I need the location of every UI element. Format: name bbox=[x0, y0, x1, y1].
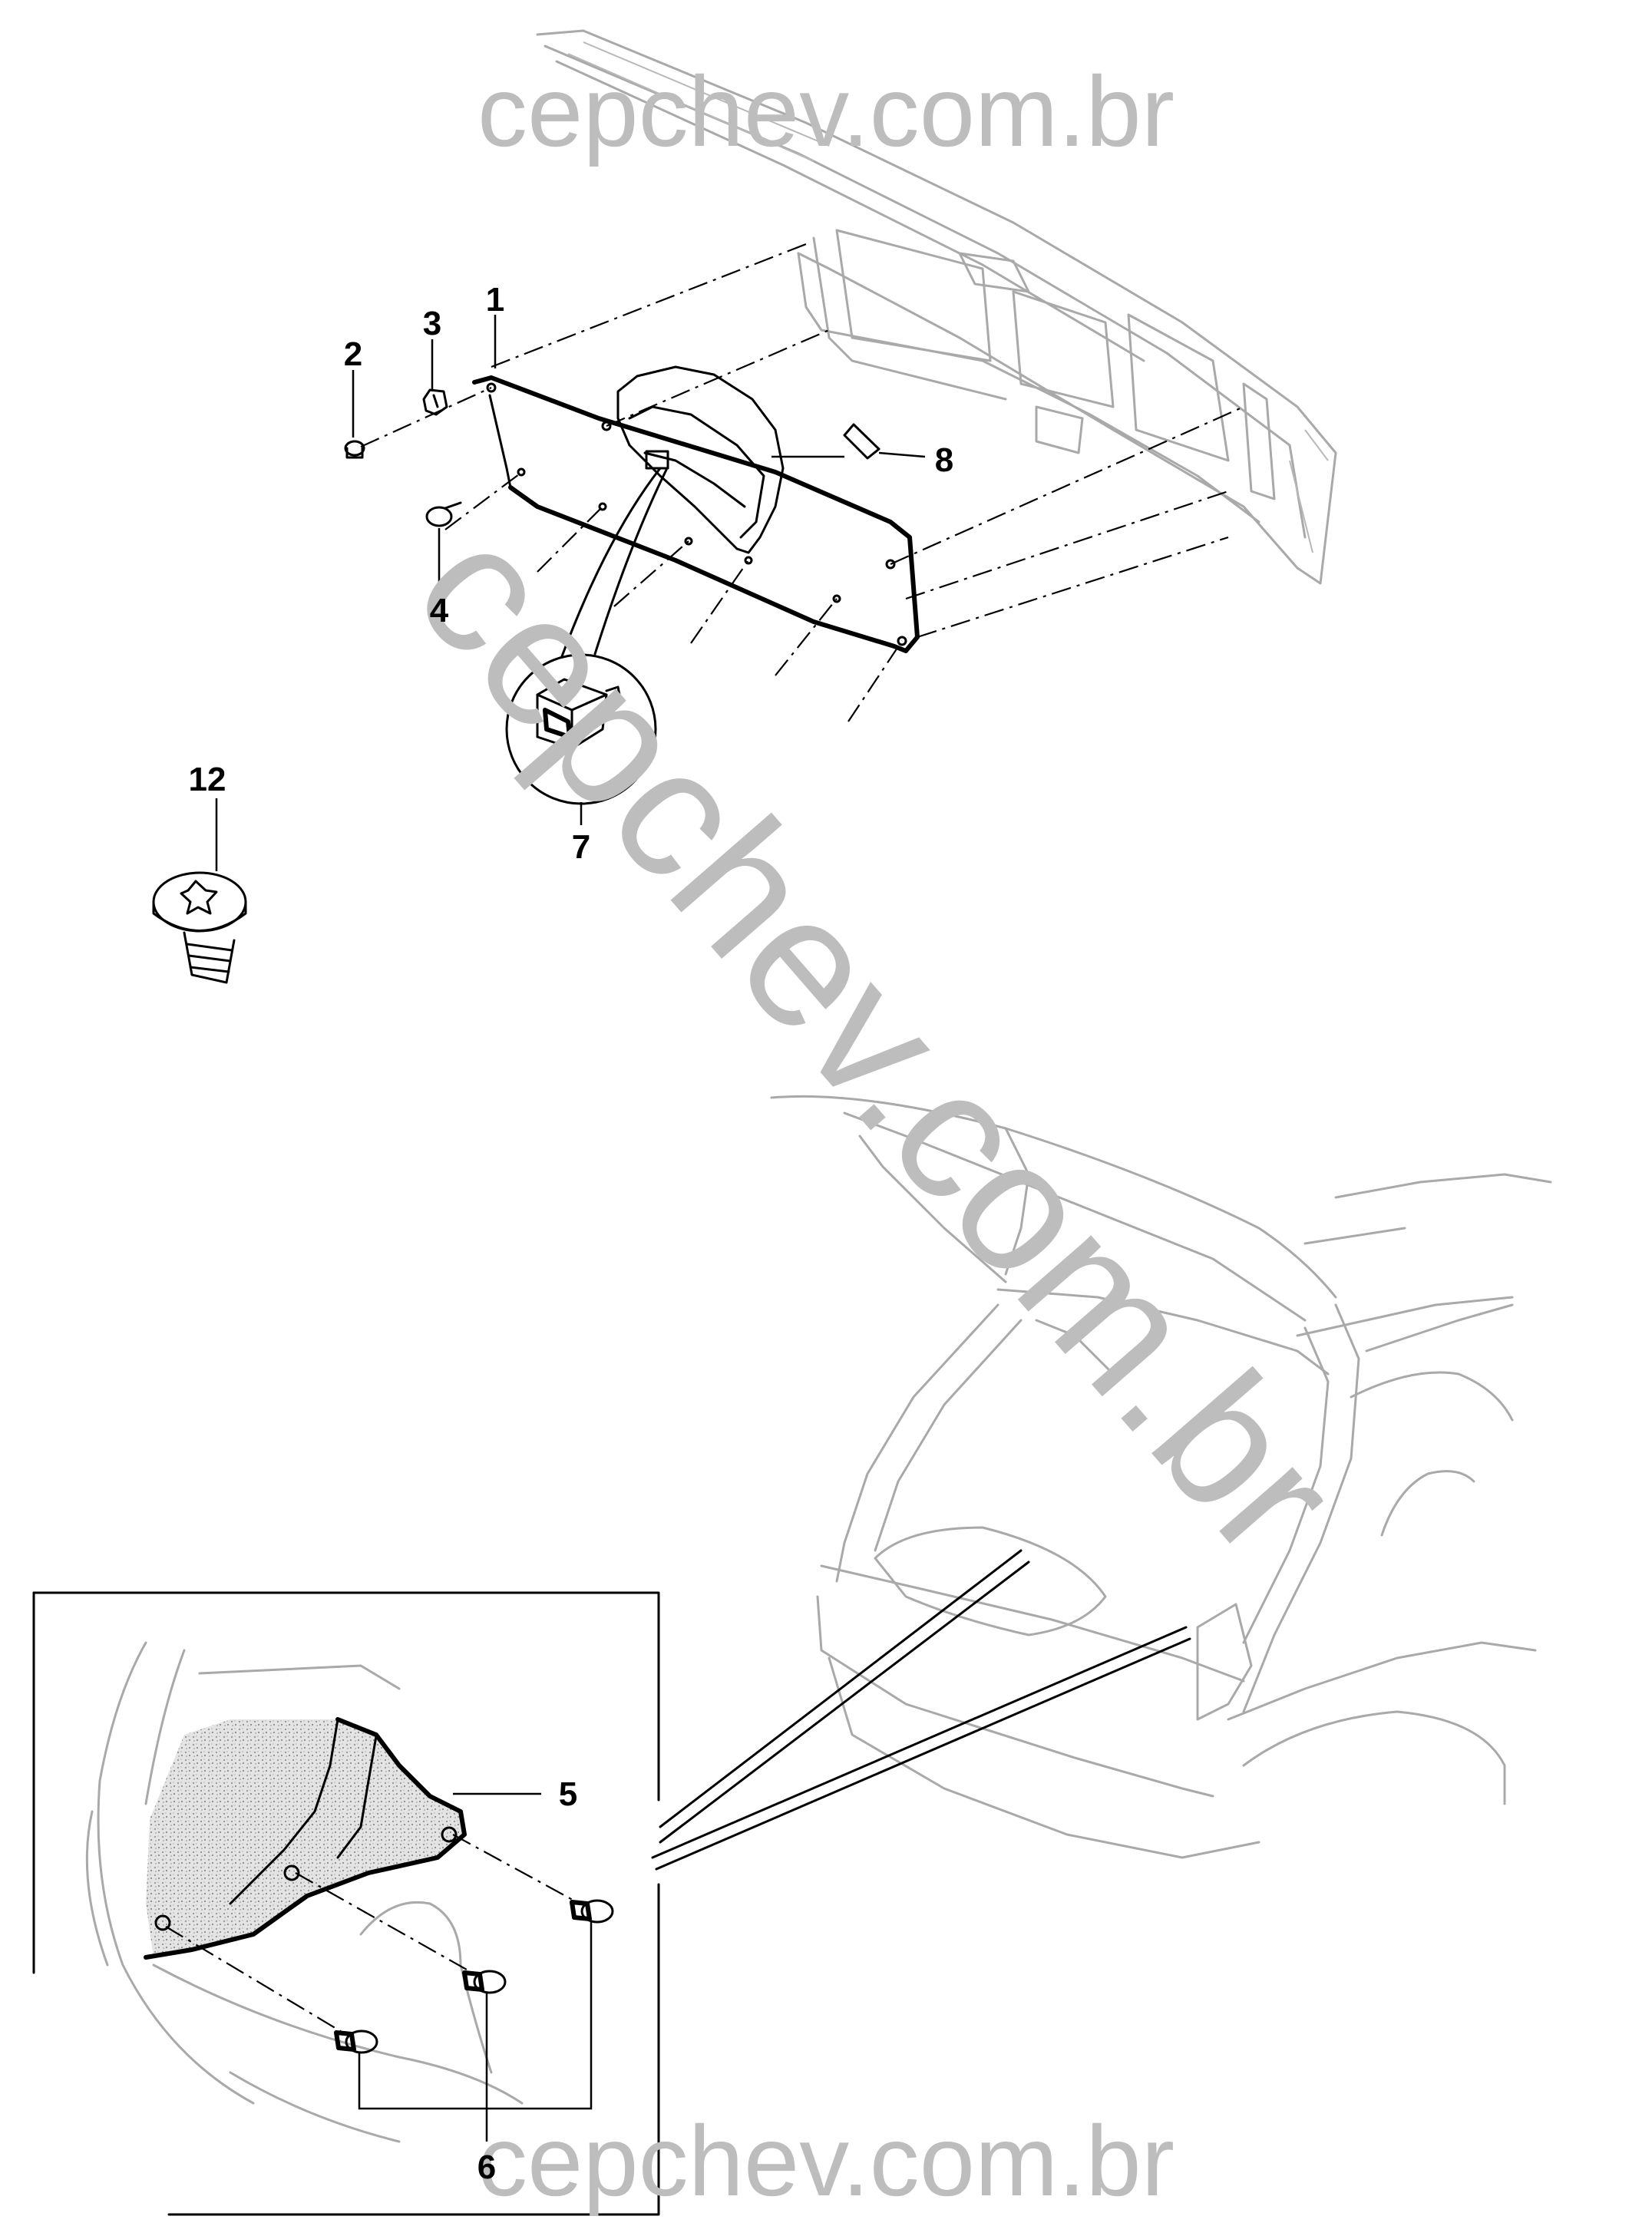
clip-a bbox=[570, 1899, 614, 1924]
part-6-clips bbox=[165, 1834, 614, 2142]
watermark-top: cepchev.com.br bbox=[477, 55, 1175, 167]
callout-7: 7 bbox=[572, 828, 590, 866]
callout-5: 5 bbox=[559, 1775, 577, 1813]
clip-c bbox=[334, 2029, 378, 2054]
detail-leaders bbox=[651, 1549, 1191, 1871]
callout-2: 2 bbox=[344, 335, 362, 373]
tailgate-outline bbox=[536, 29, 1337, 585]
callout-leaders-top bbox=[215, 315, 926, 871]
callout-6: 6 bbox=[477, 2148, 496, 2186]
part-8-pad bbox=[843, 423, 881, 460]
assembly-lines-top bbox=[360, 243, 1244, 722]
part-3-clip bbox=[422, 388, 448, 416]
callout-8: 8 bbox=[935, 441, 953, 479]
watermark-diagonal: cepchev.com.br bbox=[378, 487, 1377, 1594]
car-rear-outline bbox=[770, 1095, 1552, 1859]
callout-12: 12 bbox=[189, 761, 226, 798]
wheelhouse-background bbox=[85, 1641, 524, 2143]
callout-4: 4 bbox=[430, 592, 449, 629]
callout-1: 1 bbox=[486, 281, 504, 319]
clip-b bbox=[462, 1970, 507, 1994]
part-2-screw bbox=[344, 440, 365, 459]
callout-3: 3 bbox=[423, 305, 441, 342]
part-12-screw bbox=[152, 871, 247, 984]
detail-box bbox=[32, 1591, 660, 2216]
part-4-push-pin bbox=[425, 501, 462, 527]
part-5-insulation bbox=[144, 1717, 467, 1960]
watermark-bottom: cepchev.com.br bbox=[477, 2105, 1175, 2217]
